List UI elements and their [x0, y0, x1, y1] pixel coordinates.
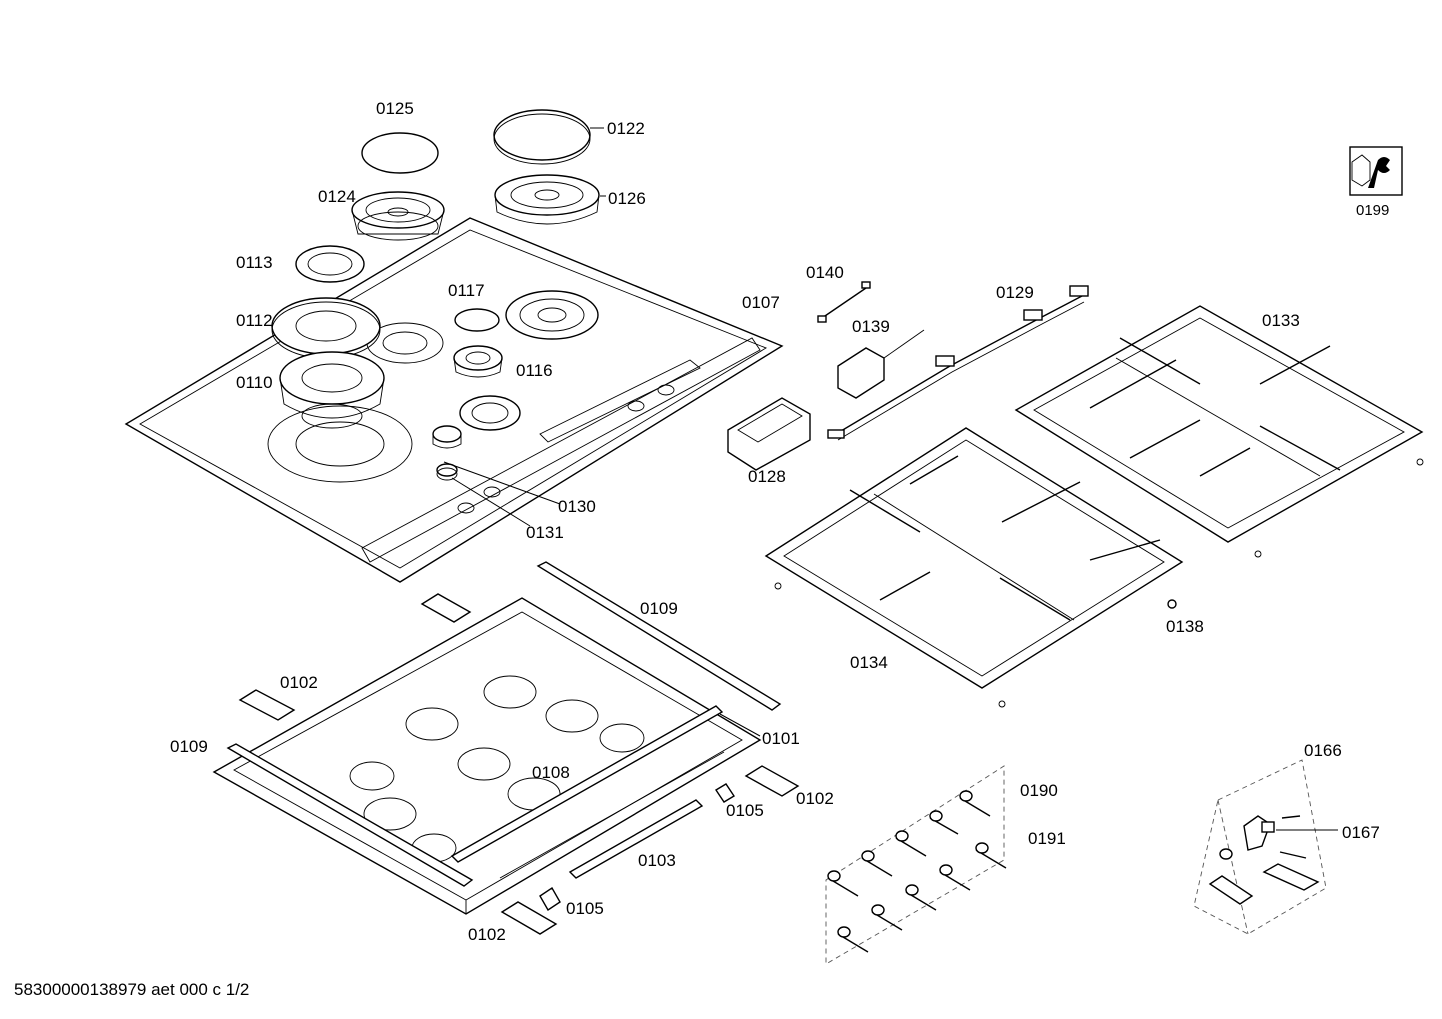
- callout-0133: 0133: [1262, 311, 1300, 330]
- base-tray-0108: [212, 597, 762, 915]
- clip-0105-a: [715, 783, 735, 803]
- burner-cap-0117: [454, 308, 500, 332]
- control-module-0128: [727, 397, 811, 471]
- knob-seal-0131: [436, 463, 458, 481]
- clip-0105-b: [539, 887, 561, 911]
- pan-support-0133: [1014, 305, 1424, 558]
- callout-0124: 0124: [318, 187, 356, 206]
- callout-0116: 0116: [516, 361, 553, 380]
- burner-0116: [453, 345, 503, 378]
- tool-badge: 0199: [1349, 146, 1403, 219]
- callout-0102-bottom: 0102: [468, 925, 506, 944]
- clip-0102-a: [420, 593, 472, 623]
- wire-harness-0129: [827, 285, 1089, 441]
- callout-0102-upper: 0102: [280, 673, 318, 692]
- side-rail-0109-left: [226, 743, 474, 887]
- callout-0103: 0103: [638, 851, 676, 870]
- callout-0122: 0122: [607, 119, 645, 138]
- callout-0134: 0134: [850, 653, 888, 672]
- burner-cap-0122: [493, 109, 591, 165]
- front-rail-0101: [450, 705, 724, 863]
- callout-0126: 0126: [608, 189, 646, 208]
- callout-0105-bottom: 0105: [566, 899, 604, 918]
- wire-0140: [817, 281, 871, 323]
- callout-0108: 0108: [532, 763, 570, 782]
- callout-0102-right: 0102: [796, 789, 834, 808]
- ring-0113: [295, 245, 365, 283]
- callout-0110: 0110: [236, 373, 273, 392]
- wrench-nut-icon: [1349, 146, 1403, 196]
- callout-0101: 0101: [762, 729, 800, 748]
- callout-0125: 0125: [376, 99, 414, 118]
- pan-support-0134: [764, 427, 1184, 708]
- callout-0109-top: 0109: [640, 599, 678, 618]
- callout-0113: 0113: [236, 253, 273, 272]
- callout-0167: 0167: [1342, 823, 1380, 842]
- rubber-foot-0138: [1167, 599, 1177, 609]
- callout-0131: 0131: [526, 523, 564, 542]
- callout-0166: 0166: [1304, 741, 1342, 760]
- leader-lines: [443, 127, 1338, 831]
- clip-0102-d: [500, 901, 558, 935]
- callout-0129: 0129: [996, 283, 1034, 302]
- callout-0140: 0140: [806, 263, 844, 282]
- strip-0103: [568, 799, 704, 879]
- label-0199: 0199: [1356, 202, 1389, 219]
- callout-0105-right: 0105: [726, 801, 764, 820]
- clip-0102-c: [744, 765, 800, 797]
- callout-0117: 0117: [448, 281, 485, 300]
- module-0139: [837, 329, 925, 399]
- control-knob-0130: [432, 425, 462, 449]
- callout-labels: 0125 0122 0124 0126 0113 0117 0107 0112 …: [170, 99, 1380, 944]
- clip-0102-b: [238, 689, 296, 721]
- callout-0130: 0130: [558, 497, 596, 516]
- wok-burner-0110: [279, 351, 385, 429]
- burner-cap-0125: [361, 132, 439, 174]
- callout-0109-left: 0109: [170, 737, 208, 756]
- screw-set-0190: [825, 765, 1005, 965]
- callout-0190: 0190: [1020, 781, 1058, 800]
- conversion-kit-0166: [1193, 759, 1327, 935]
- callout-0191: 0191: [1028, 829, 1066, 848]
- callout-0107: 0107: [742, 293, 780, 312]
- callout-0139: 0139: [852, 317, 890, 336]
- elbow-fitting-0167: [1243, 815, 1275, 851]
- burner-head-0126: [494, 174, 600, 225]
- hob-top-panel: [124, 217, 784, 583]
- burner-head-0124: [351, 191, 445, 241]
- side-rail-0109-top: [536, 561, 782, 711]
- screw-set-0191: [837, 842, 1007, 953]
- callout-0138: 0138: [1166, 617, 1204, 636]
- callout-0128: 0128: [748, 467, 786, 486]
- callout-0112: 0112: [236, 311, 273, 330]
- document-id: 58300000138979 aet 000 c 1/2: [14, 980, 250, 999]
